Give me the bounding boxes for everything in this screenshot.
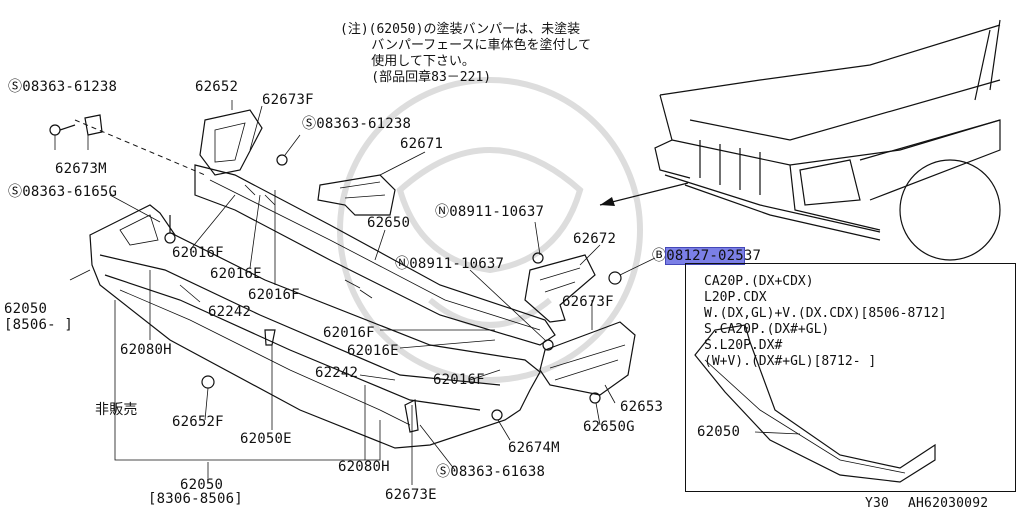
label-bolt-61238-right[interactable]: Ⓢ08363-61238	[302, 116, 412, 132]
note-line-3: 使用して下さい。	[340, 54, 475, 69]
inset-line-6: (W+V).(DX#+GL)[8712- ]	[704, 354, 877, 369]
label-62673e[interactable]: 62673E	[385, 487, 437, 503]
label-62050-bottom-range: [8306-8506]	[148, 491, 243, 507]
bumper-face-62050	[89, 204, 541, 449]
label-62050e[interactable]: 62050E	[240, 431, 292, 447]
label-62650g[interactable]: 62650G	[583, 419, 635, 435]
label-bolt-02537[interactable]: Ⓑ08127-02537	[652, 247, 762, 265]
side-bumper-62653	[539, 321, 636, 396]
label-62016e-b[interactable]: 62016E	[347, 343, 399, 359]
label-62016f-c[interactable]: 62016F	[323, 325, 375, 341]
car-front-illustration	[654, 19, 1001, 261]
label-62016e-a[interactable]: 62016E	[210, 266, 262, 282]
label-62050-left-range: [8506- ]	[4, 317, 74, 333]
label-62242-b[interactable]: 62242	[315, 365, 359, 381]
label-not-for-sale: 非販売	[95, 402, 138, 418]
bracket-62652	[199, 109, 263, 176]
label-62016f-b[interactable]: 62016F	[248, 287, 300, 303]
label-bolt-61638[interactable]: Ⓢ08363-61638	[436, 464, 546, 480]
bolt-02537-prefix: Ⓑ	[652, 248, 667, 264]
label-62652f[interactable]: 62652F	[172, 414, 224, 430]
label-62080h-b[interactable]: 62080H	[338, 459, 390, 475]
footer-code: AH62030092	[908, 496, 989, 511]
label-62050-left[interactable]: 62050	[4, 301, 48, 317]
inset-line-1: CA20P.(DX+CDX)	[704, 274, 814, 289]
label-62672[interactable]: 62672	[573, 231, 617, 247]
label-62016f-d[interactable]: 62016F	[433, 372, 485, 388]
label-62653[interactable]: 62653	[620, 399, 664, 415]
note-line-2: バンパーフェースに車体色を塗付して	[340, 38, 592, 53]
label-62050-bottom[interactable]: 62050	[180, 477, 224, 493]
inset-line-4: S.CA20P.(DX#+GL)	[704, 322, 830, 337]
pointer-arrow	[599, 182, 689, 206]
label-bolt-6165g[interactable]: Ⓢ08363-6165G	[8, 184, 118, 200]
bracket-62671	[317, 174, 396, 216]
bolt-02537-suffix: 37	[743, 248, 762, 264]
label-62650[interactable]: 62650	[367, 215, 411, 231]
label-62080h-a[interactable]: 62080H	[120, 342, 172, 358]
label-nut-10637-lower[interactable]: Ⓝ08911-10637	[395, 256, 505, 272]
inset-box: CA20P.(DX+CDX) L20P.CDX W.(DX,GL)+V.(DX.…	[685, 263, 1016, 492]
label-nut-10637-upper[interactable]: Ⓝ08911-10637	[435, 204, 545, 220]
label-62671[interactable]: 62671	[400, 136, 444, 152]
label-62652[interactable]: 62652	[195, 79, 239, 95]
inset-bumper	[694, 324, 936, 483]
label-62016f-a[interactable]: 62016F	[172, 245, 224, 261]
painted-bumper-note: (注)(62050)の塗装バンパーは、未塗装 バンパーフェースに車体色を塗付して…	[340, 22, 591, 86]
note-line-4: (部品回章83－221)	[340, 70, 492, 85]
note-line-1: (注)(62050)の塗装バンパーは、未塗装	[340, 22, 581, 37]
label-62673f-right[interactable]: 62673F	[562, 294, 614, 310]
footer-model: Y30	[865, 496, 890, 511]
label-inset-62050[interactable]: 62050	[697, 424, 741, 440]
inset-line-2: L20P.CDX	[704, 290, 767, 305]
bolt-02537-highlight: 08127-025	[665, 247, 745, 265]
inset-line-3: W.(DX,GL)+V.(DX.CDX)[8506-8712]	[704, 306, 947, 321]
label-62673f-top[interactable]: 62673F	[262, 92, 314, 108]
label-62674m[interactable]: 62674M	[508, 440, 560, 456]
label-62673m[interactable]: 62673M	[55, 161, 107, 177]
leader-lines	[54, 100, 801, 485]
label-bolt-61238-left[interactable]: Ⓢ08363-61238	[8, 79, 118, 95]
label-62242-a[interactable]: 62242	[208, 304, 252, 320]
inset-line-5: S.L20P.DX#	[704, 338, 783, 353]
